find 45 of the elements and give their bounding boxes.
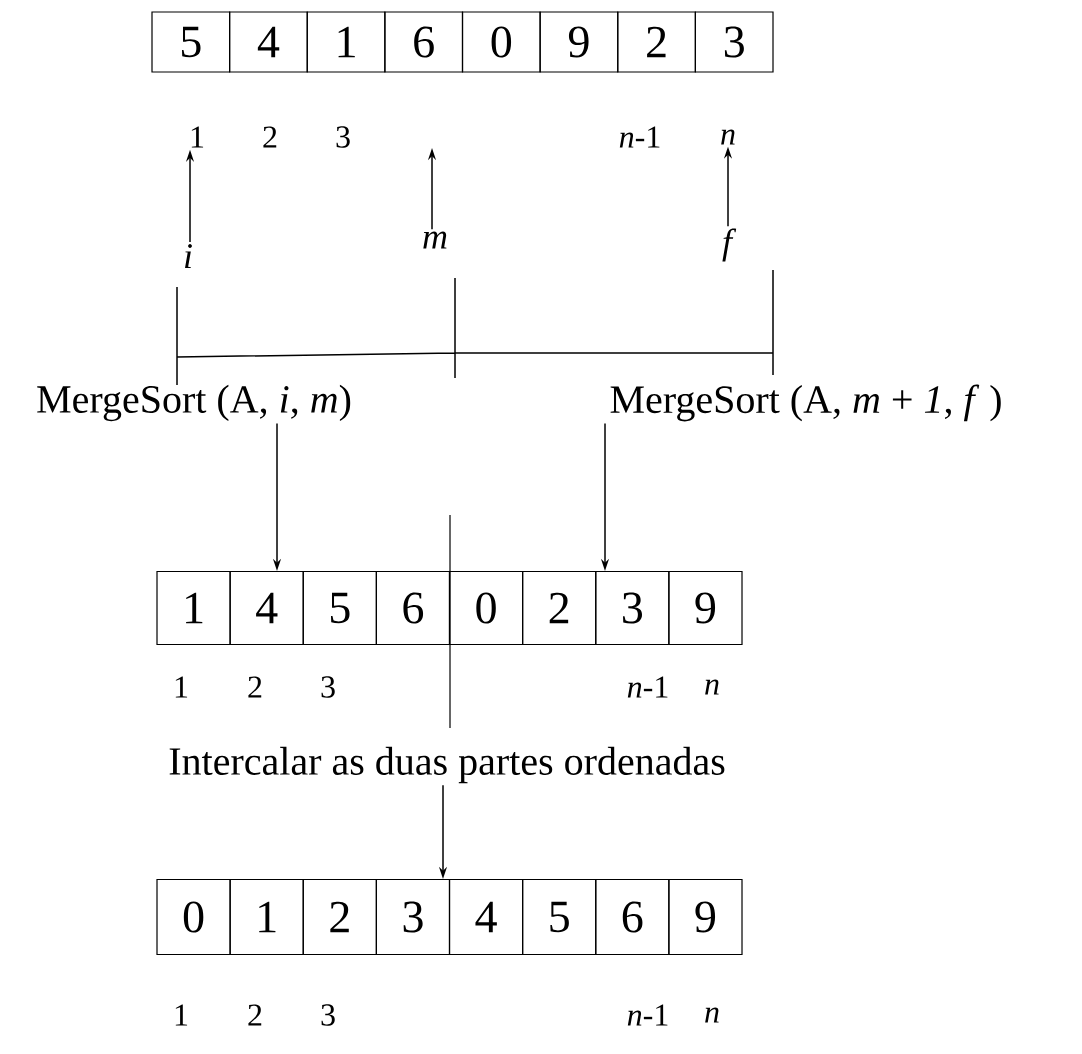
array-cell: 1 [229, 878, 304, 956]
index-label: 3 [321, 1004, 335, 1026]
array-cell: 6 [595, 878, 670, 956]
index-label: 3 [336, 126, 350, 148]
index-label: 1 [175, 1004, 188, 1026]
array-cell: 9 [668, 878, 743, 956]
pointer-label: m [423, 231, 447, 249]
array-cell: 5 [302, 570, 377, 646]
array-cell: 6 [375, 570, 451, 646]
pointer-label: f [722, 228, 737, 262]
index-label: n [721, 129, 735, 145]
index-label: 1 [175, 676, 188, 698]
array-cell: 0 [461, 11, 541, 73]
array-cell: 4 [229, 11, 308, 73]
index-label: n [705, 1007, 719, 1023]
array-cell: 6 [384, 11, 464, 73]
index-label: 2 [263, 126, 277, 148]
array-cell: 3 [595, 570, 670, 646]
index-label: n-1 [627, 1004, 668, 1026]
index-label: n [705, 679, 719, 695]
array-cell: 2 [617, 11, 696, 73]
array-cell: 0 [448, 570, 524, 646]
array-cell: 2 [302, 878, 377, 956]
array-cell: 1 [306, 11, 386, 73]
array-cell: 9 [668, 570, 743, 646]
array-cell: 4 [448, 878, 524, 956]
index-label: 3 [321, 676, 335, 698]
pointer-label: i [185, 244, 192, 268]
index-label: n-1 [619, 126, 660, 148]
array-cell: 1 [156, 570, 231, 646]
array-cell: 3 [694, 11, 774, 73]
step-label: MergeSort (A, i, m) [37, 384, 351, 422]
array-cell: 3 [375, 878, 451, 956]
index-label: n-1 [627, 676, 668, 698]
array-cell: 0 [156, 878, 231, 956]
step-label: Intercalar as duas partes ordenadas [169, 746, 725, 784]
array-cell: 5 [522, 878, 597, 956]
index-label: 1 [191, 126, 204, 148]
index-label: 2 [248, 676, 262, 698]
array-cell: 9 [539, 11, 619, 73]
array-cell: 2 [522, 570, 597, 646]
array-cell: 4 [229, 570, 304, 646]
array-cell: 5 [151, 11, 231, 73]
index-label: 2 [248, 1004, 262, 1026]
step-label: MergeSort (A, m + 1, f ) [610, 384, 1001, 422]
